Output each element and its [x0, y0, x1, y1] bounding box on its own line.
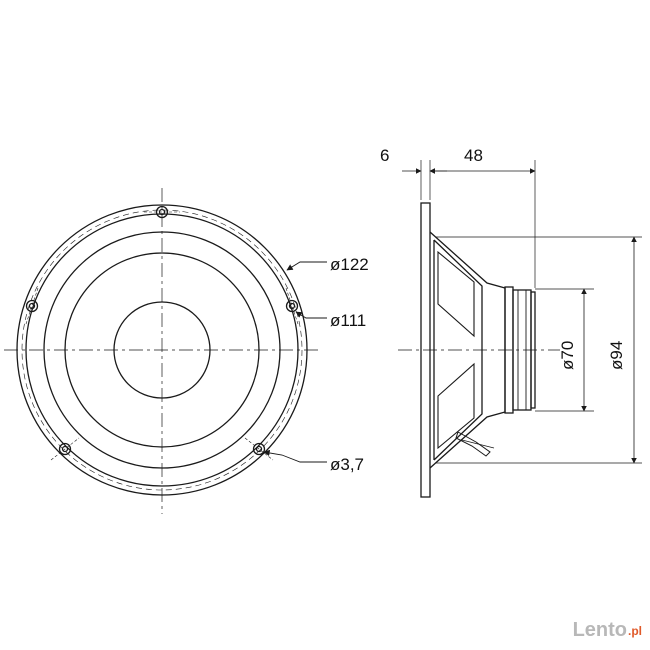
- mounting-hole-bottom-left: [50, 437, 80, 461]
- side-view: [398, 160, 642, 498]
- mounting-hole-top: [144, 205, 180, 219]
- magnet-diameter-label: ø70: [558, 341, 577, 370]
- basket-inner-contour: [433, 239, 483, 461]
- flange-thickness-label: 6: [380, 146, 389, 165]
- watermark-text: Lento: [572, 619, 627, 641]
- frame-flange: [420, 202, 431, 498]
- leader-hole-diameter: [263, 449, 327, 463]
- bolt-circle: [21, 209, 303, 491]
- mounting-depth-label: 48: [464, 146, 483, 165]
- surround-inner-ring: [64, 252, 260, 448]
- bolt-circle-diameter-label: ø111: [330, 311, 366, 330]
- surround-outer-ring: [43, 231, 281, 469]
- terminal-tab: [455, 431, 491, 457]
- frame-outer-ring: [16, 204, 308, 496]
- leader-outer-diameter: [286, 261, 327, 271]
- cutout-diameter-label: ø94: [607, 341, 626, 370]
- mounting-hole-right: [285, 287, 299, 325]
- watermark-logo: Lento.pl: [573, 619, 642, 642]
- watermark-suffix: .pl: [628, 623, 642, 638]
- front-view: [4, 188, 327, 514]
- hole-diameter-label: ø3,7: [330, 455, 364, 474]
- magnet-back-plate: [530, 291, 536, 409]
- basket-window-lower: [437, 362, 475, 450]
- basket-window-upper: [437, 250, 475, 338]
- outer-diameter-label: ø122: [330, 255, 369, 274]
- leader-bolt-circle: [295, 311, 327, 319]
- mounting-hole-bottom-right: [244, 437, 274, 461]
- dust-cap: [113, 301, 211, 399]
- mounting-hole-left: [25, 287, 39, 325]
